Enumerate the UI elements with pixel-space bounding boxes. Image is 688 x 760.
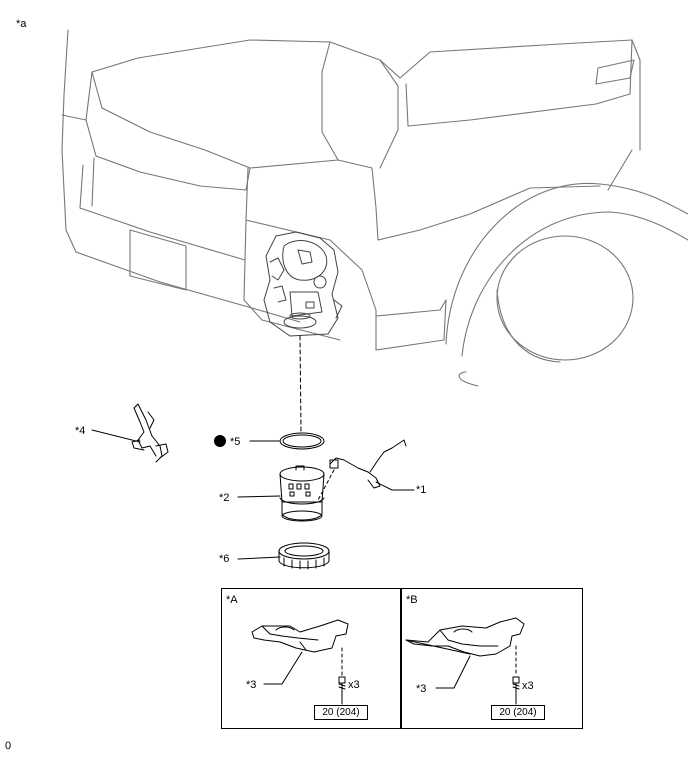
figure-code: 0 [5,740,12,752]
connector-dashed-line [317,469,335,501]
vehicle-front-outline [61,29,688,387]
inset-a-drawing [251,619,349,705]
bracket-part-4 [131,403,169,463]
fuel-pump-part-2 [279,465,325,522]
retainer-ring-part-6 [278,542,330,570]
callout-part-3-a: *3 [246,679,257,691]
callout-part-6: *6 [219,553,230,565]
view-label: *a [16,18,27,30]
callout-part-2: *2 [219,492,230,504]
torque-spec-a: 20 (204) [314,705,368,720]
mounted-assembly [263,231,343,337]
inset-b-drawing [405,617,525,705]
callout-part-1: *1 [416,484,427,496]
fastener-qty-b: x3 [522,680,534,692]
callout-part-3-b: *3 [416,683,427,695]
wire-harness-part-1 [329,439,407,489]
callout-part-5: *5 [230,436,241,448]
o-ring-part-5 [279,432,325,450]
fastener-qty-a: x3 [348,679,360,691]
inset-b-frame [400,588,583,729]
inset-b-label: *B [406,594,418,606]
inset-a-frame [221,588,402,729]
torque-spec-b: 20 (204) [491,705,545,720]
non-reusable-part-icon [214,435,226,447]
alignment-dashed-line [299,335,302,433]
callout-part-4: *4 [75,425,86,437]
inset-a-label: *A [226,594,238,606]
leader-lines [91,429,415,560]
